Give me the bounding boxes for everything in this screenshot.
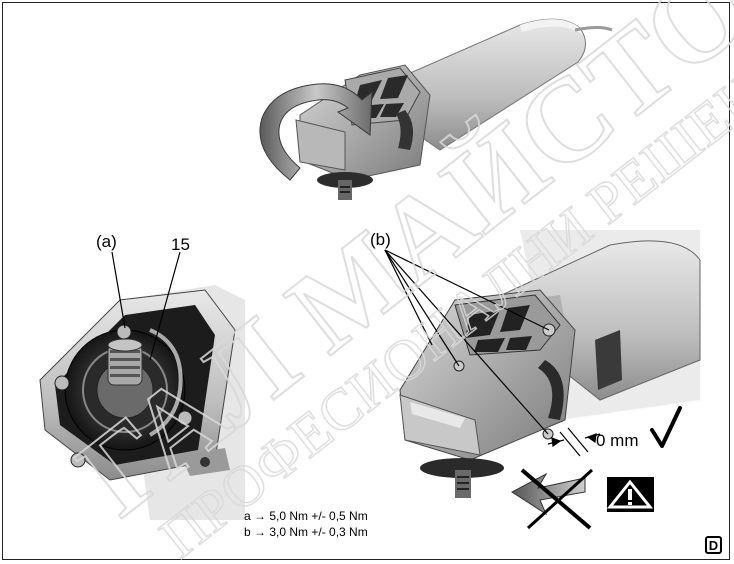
right-grinder-image xyxy=(399,230,701,498)
left-grinder-image xyxy=(39,285,245,520)
panel-letter-badge: D xyxy=(705,536,722,554)
torque-spec-b: b → 3,0 Nm +/- 0,3 Nm xyxy=(244,525,368,539)
torque-spec-a: a → 5,0 Nm +/- 0,5 Nm xyxy=(244,509,368,523)
leader-lines-b xyxy=(384,249,550,435)
rotate-arrow-icon xyxy=(259,83,373,181)
leader-line-15 xyxy=(149,251,181,361)
check-mark-icon xyxy=(650,406,682,448)
callout-a-label: (a) xyxy=(96,232,117,251)
gap-dimension xyxy=(547,427,601,457)
callout-b-label: (b) xyxy=(370,230,391,249)
crossed-out-direction-icon xyxy=(511,468,594,530)
callout-15-label: 15 xyxy=(171,235,190,254)
warning-triangle-icon xyxy=(606,477,654,512)
gap-value-label: 0 mm xyxy=(596,431,639,450)
leader-line-a xyxy=(111,251,126,329)
